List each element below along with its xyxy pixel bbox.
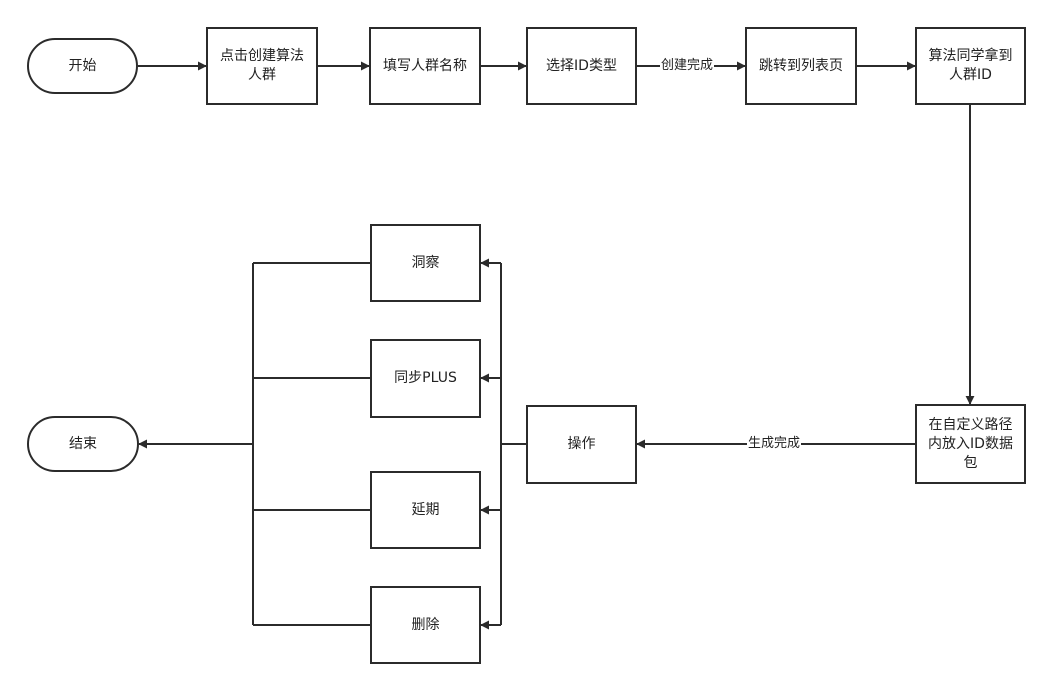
goto-list-node: 跳转到列表页 — [745, 27, 857, 105]
insight-node: 洞察 — [370, 224, 481, 302]
click-create-node: 点击创建算法人群 — [206, 27, 318, 105]
algo-get-node: 算法同学拿到人群ID — [915, 27, 1026, 105]
end-terminal: 结束 — [27, 416, 139, 472]
start-terminal: 开始 — [27, 38, 138, 94]
operate-node: 操作 — [526, 405, 637, 484]
sync-plus-node: 同步PLUS — [370, 339, 481, 418]
put-package-node: 在自定义路径内放入ID数据包 — [915, 404, 1026, 484]
edge-label-create-done: 创建完成 — [660, 58, 715, 74]
select-type-node: 选择ID类型 — [526, 27, 637, 105]
delete-node: 删除 — [370, 586, 481, 664]
extend-node: 延期 — [370, 471, 481, 549]
edge-label-gen-done: 生成完成 — [747, 436, 802, 452]
fill-name-node: 填写人群名称 — [369, 27, 481, 105]
